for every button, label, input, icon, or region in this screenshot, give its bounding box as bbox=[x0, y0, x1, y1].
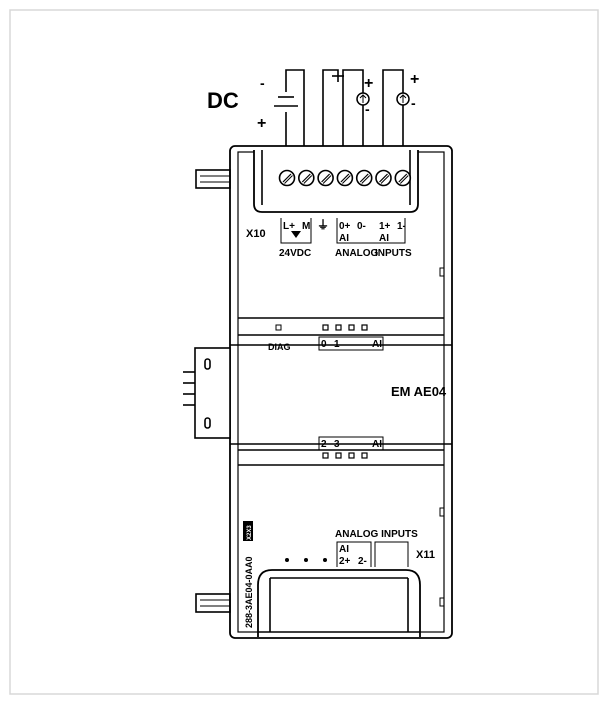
x10-labels: X10 L+ M ⏚ 0+ 0- 1+ 1- AI AI 24VDC ANALO… bbox=[246, 218, 412, 259]
status-area: DIAG 0 1 AI 2 3 AI EM AE04 bbox=[268, 324, 447, 459]
ai-label: AI bbox=[339, 544, 349, 555]
channel-led bbox=[348, 452, 355, 459]
din-clip-top[interactable] bbox=[195, 169, 231, 189]
analog-label: ANALOG bbox=[335, 248, 379, 259]
ai-label: AI bbox=[372, 339, 382, 350]
lower-labels: 288-3AE04-0AA0 X2X3 ANALOG INPUTS AI 2+ … bbox=[243, 521, 435, 628]
terminal-2-minus: 2- bbox=[358, 556, 367, 567]
terminal-block-x10[interactable] bbox=[253, 150, 419, 213]
terminal-m: M bbox=[302, 221, 310, 232]
channel-led bbox=[361, 324, 368, 331]
channel-led bbox=[322, 324, 329, 331]
source2-minus: - bbox=[411, 95, 416, 111]
terminal-ground: ⏚ bbox=[317, 218, 329, 232]
ai-label: AI bbox=[339, 233, 349, 244]
dc-label: DC bbox=[207, 88, 239, 113]
analog-inputs-label: ANALOG INPUTS bbox=[335, 529, 418, 540]
screw-slot bbox=[322, 175, 332, 184]
screw-slot bbox=[398, 173, 408, 183]
screw-slot bbox=[282, 173, 292, 183]
channel-led bbox=[361, 452, 368, 459]
screw-slot bbox=[284, 175, 293, 184]
channel-label: 1 bbox=[334, 339, 340, 350]
terminal-0-plus: 0+ bbox=[339, 221, 351, 232]
channel-led bbox=[348, 324, 355, 331]
inputs-label: INPUTS bbox=[375, 248, 412, 259]
channel-led bbox=[322, 452, 329, 459]
terminal-block-x11[interactable] bbox=[257, 569, 421, 637]
terminal-0-minus: 0- bbox=[357, 221, 366, 232]
led-diag bbox=[275, 324, 282, 331]
ai-label: AI bbox=[372, 439, 382, 450]
screw-slot bbox=[340, 173, 350, 183]
x10-label: X10 bbox=[246, 228, 266, 240]
screw-slot bbox=[359, 173, 369, 183]
part-number: 288-3AE04-0AA0 bbox=[244, 556, 254, 628]
battery-minus: - bbox=[260, 75, 265, 91]
x11-label: X11 bbox=[416, 549, 435, 561]
power-label: 24VDC bbox=[279, 248, 311, 259]
source1-minus: - bbox=[365, 101, 370, 117]
screw-slot bbox=[379, 173, 388, 183]
source1-plus: + bbox=[364, 75, 373, 92]
channel-led bbox=[335, 324, 342, 331]
screw-slot bbox=[321, 173, 331, 183]
screw-slot bbox=[301, 173, 311, 183]
external-wiring: DC - + + - + - bbox=[207, 69, 419, 148]
ground-icon bbox=[332, 75, 344, 82]
channel-label: 3 bbox=[334, 439, 340, 450]
channel-label: 0 bbox=[321, 339, 327, 350]
terminal-1-minus: 1- bbox=[397, 221, 406, 232]
terminal-1-plus: 1+ bbox=[379, 221, 391, 232]
channel-led bbox=[335, 452, 342, 459]
screw-slot bbox=[342, 175, 351, 184]
arrow-down-icon bbox=[291, 231, 301, 238]
screw-slot bbox=[303, 175, 313, 184]
module-name: EM AE04 bbox=[391, 384, 447, 399]
ai-label: AI bbox=[379, 233, 389, 244]
battery-plus: + bbox=[257, 115, 266, 132]
version-box bbox=[243, 521, 253, 541]
terminal-l-plus: L+ bbox=[283, 221, 295, 232]
channel-label: 2 bbox=[321, 439, 327, 450]
source2-plus: + bbox=[410, 71, 419, 88]
version-label: X2X3 bbox=[247, 525, 253, 540]
screw-slot bbox=[399, 175, 409, 184]
din-clip-bottom[interactable] bbox=[195, 593, 231, 613]
screw-slot bbox=[361, 175, 371, 184]
terminal-2-plus: 2+ bbox=[339, 556, 351, 567]
bus-connector bbox=[183, 347, 231, 439]
diag-label: DIAG bbox=[268, 342, 291, 352]
screw-slot bbox=[380, 175, 390, 184]
